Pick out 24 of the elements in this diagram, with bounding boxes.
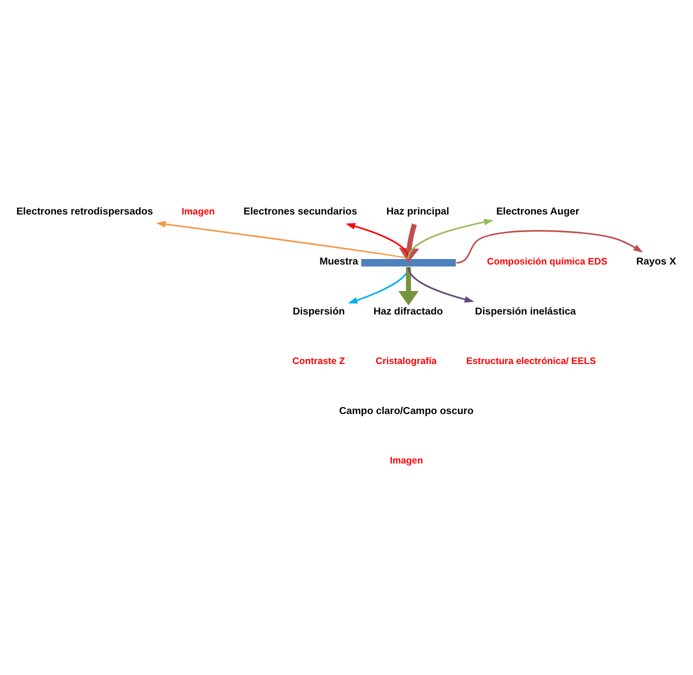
arrow [398,224,420,263]
label: Estructura electrónica/ EELS [466,356,596,367]
label: Contraste Z [292,356,345,367]
node-text: Electrones secundarios [243,206,358,218]
node-text: Electrones Auger [496,206,580,218]
label: Composición química EDS [487,256,608,268]
node-bar [361,258,456,267]
arrow [346,223,410,258]
arrow [398,267,419,306]
arrow [408,218,494,258]
node-text: Dispersión [292,306,345,318]
node-text: Dispersión inelástica [475,306,576,318]
label: Imagen [390,456,423,467]
node-text: Haz principal [386,206,450,218]
node-label: Muestra [320,256,358,268]
node-text: Haz difractado [373,306,443,318]
label: Cristalografía [376,356,437,367]
node-text: Electrones retrodispersados [16,206,154,218]
label: Imagen [182,206,215,218]
arrow [408,267,474,303]
arrow [456,230,643,264]
node-text: Rayos X [636,256,676,268]
arrow [156,220,409,260]
label: Campo claro/Campo oscuro [339,406,474,418]
